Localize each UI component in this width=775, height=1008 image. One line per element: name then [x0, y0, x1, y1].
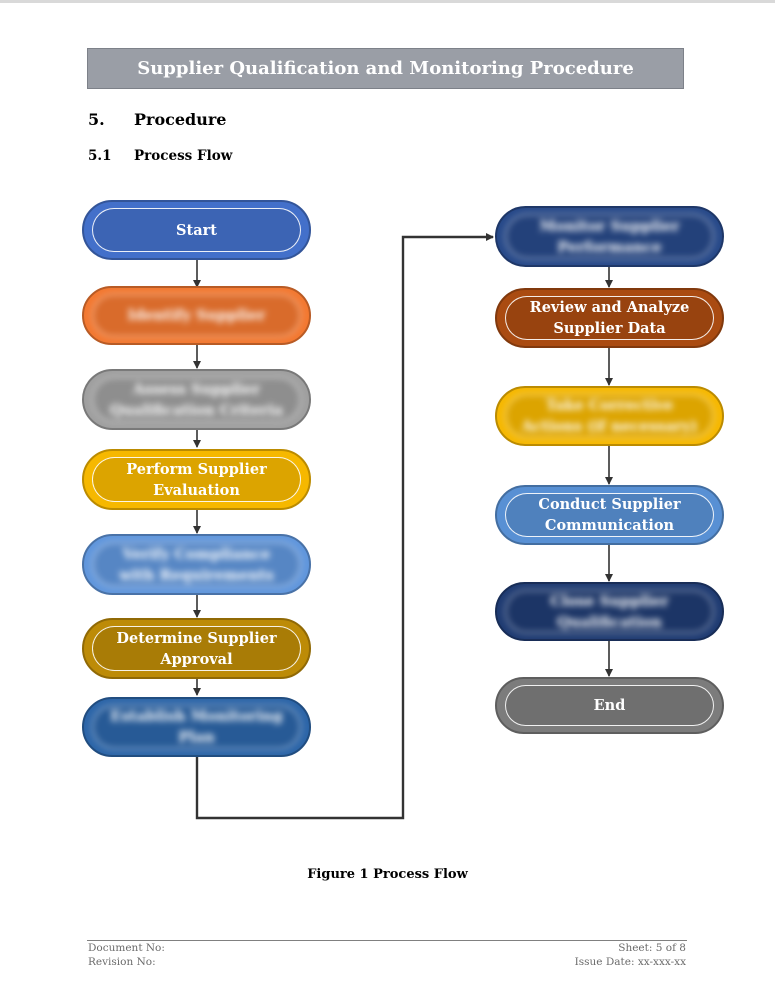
flow-node-identify-supplier: Identify Supplier	[82, 286, 311, 345]
footer-issue-date: Issue Date: xx-xxx-xx	[574, 956, 686, 968]
flow-node-start: Start	[82, 200, 311, 260]
page-top-rule	[0, 0, 775, 3]
flow-node-label: Identify Supplier	[92, 294, 301, 337]
connector-plan-to-monitor	[195, 233, 494, 820]
flow-node-label: Close Supplier Qualification	[505, 590, 714, 633]
figure-caption: Figure 1 Process Flow	[307, 867, 468, 882]
flow-node-assess-criteria: Assess Supplier Qualification Criteria	[82, 369, 311, 430]
flow-node-label: Review and Analyze Supplier Data	[505, 296, 714, 340]
flow-node-label: Perform Supplier Evaluation	[92, 457, 301, 502]
subsection-title: Process Flow	[134, 148, 233, 164]
flow-node-label: Monitor Supplier Performance	[505, 214, 714, 259]
flow-node-monitor-performance: Monitor Supplier Performance	[495, 206, 724, 267]
flow-node-perform-evaluation: Perform Supplier Evaluation	[82, 449, 311, 510]
flow-node-label: Take Corrective Actions (if necessary)	[505, 394, 714, 438]
section-number: 5.	[88, 110, 105, 129]
flow-node-label: Assess Supplier Qualification Criteria	[92, 377, 301, 422]
section-title: Procedure	[134, 110, 227, 129]
subsection-number: 5.1	[88, 148, 112, 164]
flow-node-end: End	[495, 677, 724, 734]
flow-node-label: Determine Supplier Approval	[92, 626, 301, 671]
flow-node-conduct-communication: Conduct Supplier Communication	[495, 485, 724, 545]
flow-node-label: Establish Monitoring Plan	[92, 705, 301, 749]
footer-revision-no: Revision No:	[88, 956, 156, 968]
flow-node-label: Verify Compliance with Requirements	[92, 542, 301, 587]
flow-node-establish-monitoring: Establish Monitoring Plan	[82, 697, 311, 757]
flow-node-corrective-actions: Take Corrective Actions (if necessary)	[495, 386, 724, 446]
footer-sheet: Sheet: 5 of 8	[618, 942, 686, 954]
footer-document-no: Document No:	[88, 942, 165, 954]
footer-rule	[87, 940, 687, 941]
flow-node-label: Start	[92, 208, 301, 252]
document-title: Supplier Qualification and Monitoring Pr…	[87, 48, 684, 89]
flow-node-verify-compliance: Verify Compliance with Requirements	[82, 534, 311, 595]
flow-node-label: End	[505, 685, 714, 726]
flow-node-determine-approval: Determine Supplier Approval	[82, 618, 311, 679]
flow-node-review-data: Review and Analyze Supplier Data	[495, 288, 724, 348]
flow-node-label: Conduct Supplier Communication	[505, 493, 714, 537]
flow-node-close-qualification: Close Supplier Qualification	[495, 582, 724, 641]
